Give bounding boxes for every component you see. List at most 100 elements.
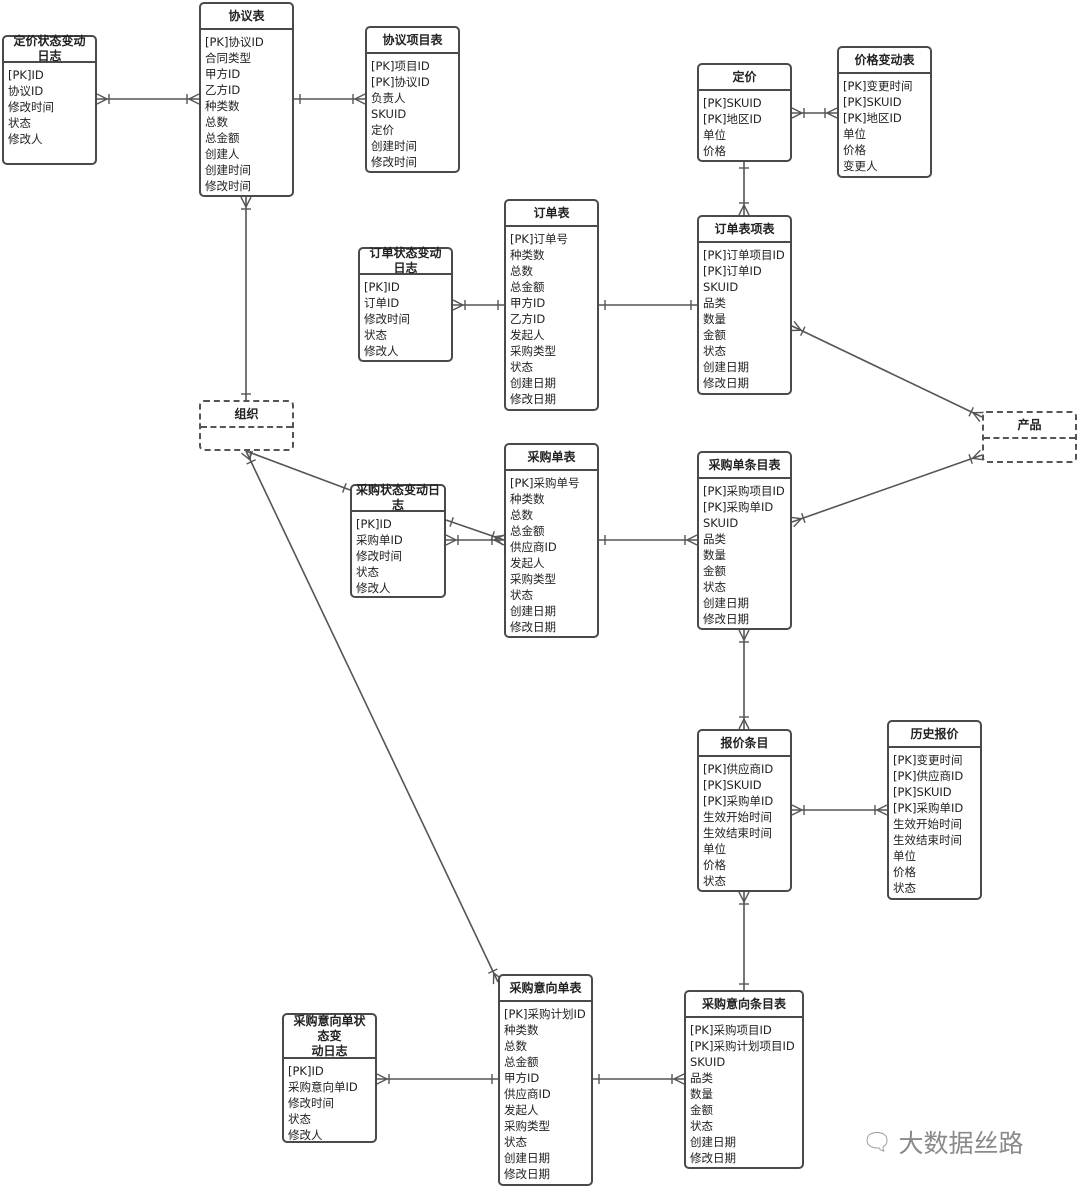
entity-title: 订单表项表 <box>699 217 790 243</box>
cardinality-marker <box>791 112 803 119</box>
cardinality-marker <box>246 459 256 465</box>
entity-title: 产品 <box>984 413 1075 439</box>
cardinality-marker <box>738 718 745 730</box>
watermark-text: 大数据丝路 <box>898 1129 1024 1158</box>
entity-field: 修改时间 <box>371 155 417 169</box>
entity-field: 创建时间 <box>371 139 417 153</box>
cardinality-marker <box>241 452 251 461</box>
entity-field: [PK]采购项目ID <box>690 1023 772 1037</box>
entity-field: 采购类型 <box>504 1119 550 1133</box>
entity-title: 订单表 <box>506 201 597 227</box>
entity-field: 合同类型 <box>205 51 251 65</box>
cardinality-marker <box>188 93 200 100</box>
entity-field: 种类数 <box>510 492 545 506</box>
cardinality-marker <box>488 968 498 974</box>
entity-field: 单位 <box>703 128 726 142</box>
cardinality-marker <box>800 513 806 523</box>
entity-field: [PK]采购项目ID <box>703 484 785 498</box>
entity-field: 总金额 <box>205 131 240 145</box>
entity-field: 发起人 <box>510 328 545 342</box>
cardinality-marker <box>673 1078 685 1085</box>
relationship-line <box>791 325 983 418</box>
entity-field: 修改日期 <box>510 620 556 634</box>
entity-title: 订单状态变动日志 <box>360 246 451 275</box>
entity-field: 采购类型 <box>510 572 556 586</box>
entity-field: 品类 <box>703 532 726 546</box>
cardinality-marker <box>341 482 347 493</box>
entity-field: [PK]地区ID <box>703 112 762 126</box>
entity-field: [PK]采购计划ID <box>504 1007 586 1021</box>
cardinality-marker <box>743 718 750 730</box>
entity-title: 协议项目表 <box>367 28 458 54</box>
cardinality-marker <box>972 449 981 459</box>
entity-title: 采购单表 <box>506 445 597 471</box>
cardinality-marker <box>800 326 806 336</box>
cardinality-marker <box>376 1073 388 1080</box>
entity-field: 状态 <box>510 360 533 374</box>
entity-field: [PK]采购单ID <box>703 794 774 808</box>
wechat-icon: 🗨 <box>862 1128 893 1156</box>
cardinality-marker <box>686 534 698 541</box>
entity-field: 单位 <box>703 842 726 856</box>
entity-field: [PK]订单项目ID <box>703 248 785 262</box>
entity-field: 总数 <box>510 508 533 522</box>
entity-title: 采购状态变动日志 <box>352 483 444 512</box>
cardinality-marker <box>791 107 803 114</box>
entity-field: 采购意向单ID <box>288 1080 358 1094</box>
cardinality-marker <box>354 98 366 105</box>
entity-field: [PK]订单号 <box>510 232 568 246</box>
entity-field: SKUID <box>703 516 739 530</box>
entity-title: 协议表 <box>201 4 292 30</box>
cardinality-marker <box>876 809 888 816</box>
entity-field: 乙方ID <box>510 312 546 326</box>
entity-field: [PK]SKUID <box>843 95 902 109</box>
entity-field: [PK]ID <box>8 68 44 82</box>
entity-field: 总金额 <box>510 524 545 538</box>
cardinality-marker <box>738 204 745 216</box>
relationship-line <box>245 450 351 491</box>
entity-field: 创建日期 <box>690 1135 736 1149</box>
entity-field: 创建日期 <box>703 360 749 374</box>
cardinality-marker <box>493 534 505 541</box>
entity-product[interactable]: 产品 <box>982 411 1077 463</box>
entity-field: 甲方ID <box>510 296 546 310</box>
entity-field: 修改人 <box>364 344 399 358</box>
cardinality-marker <box>240 196 247 208</box>
entity-field: 生效开始时间 <box>703 810 772 824</box>
entity-field: 修改时间 <box>364 312 410 326</box>
entity-field: [PK]ID <box>364 280 400 294</box>
entity-field: SKUID <box>371 107 407 121</box>
entity-field: 状态 <box>364 328 387 342</box>
entity-field: 定价 <box>371 123 394 137</box>
entity-field: 状态 <box>510 588 533 602</box>
cardinality-marker <box>686 539 698 546</box>
cardinality-marker <box>876 804 888 811</box>
cardinality-marker <box>245 196 252 208</box>
entity-organization[interactable]: 组织 <box>199 400 294 451</box>
cardinality-marker <box>452 299 464 306</box>
